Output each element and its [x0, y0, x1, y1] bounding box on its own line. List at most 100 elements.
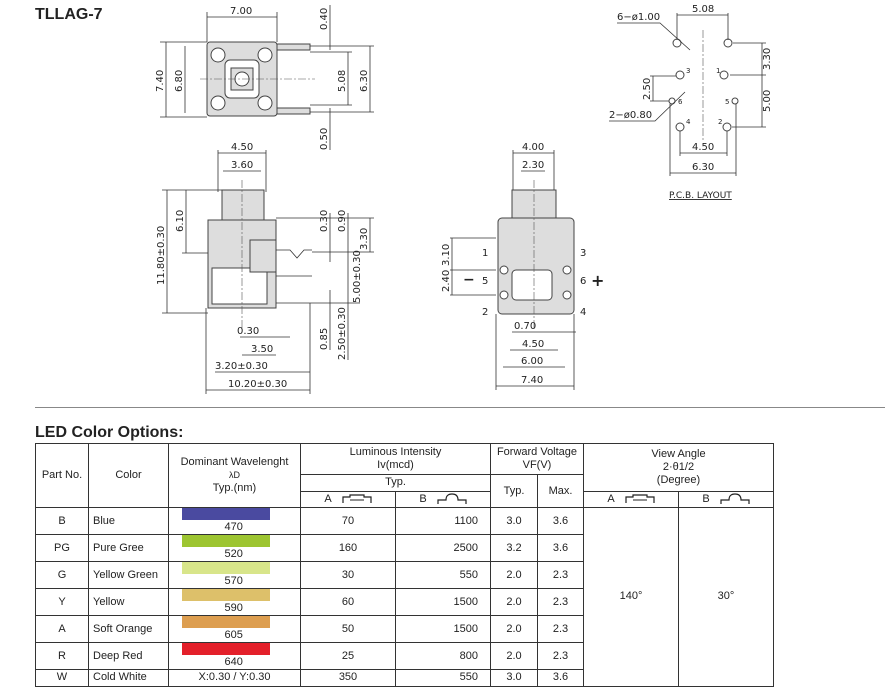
dim-0-70: 0.70 [514, 321, 536, 332]
cell-color: Yellow [88, 588, 169, 617]
pcb-dim-3-30: 3.30 [762, 48, 773, 70]
pin-label-1: 1 [482, 248, 488, 259]
pin-label-4: 4 [580, 307, 586, 318]
color-swatch [181, 508, 270, 521]
wavelength-value: 520 [224, 548, 243, 561]
dim-7-00: 7.00 [230, 6, 252, 17]
cell-vf-max: 2.3 [537, 561, 584, 590]
cell-color: Cold White [88, 669, 169, 687]
dim-5-08: 5.08 [337, 70, 348, 92]
dome-lens-icon [437, 493, 467, 504]
section-divider [35, 407, 885, 408]
cell-vf-max: 2.3 [537, 642, 584, 671]
dim-2-50: 2.50±0.30 [337, 307, 348, 360]
dim-3-20: 3.20±0.30 [215, 361, 268, 372]
cell-iv-b: 550 [395, 561, 491, 590]
dim-3-30-side: 3.30 [359, 228, 370, 250]
cell-iv-a: 160 [300, 534, 396, 563]
table-row: PG Pure Gree 520 160 2500 3.2 3.6 [35, 534, 774, 563]
cell-iv-b: 1500 [395, 588, 491, 617]
front-view-drawing: 4.00 2.30 3.10 2.40 1 3 − 5 6 + 2 4 0.70… [441, 142, 604, 390]
dim-3-60: 3.60 [231, 160, 253, 171]
pin-label-3: 3 [580, 248, 586, 259]
cell-iv-a: 30 [300, 561, 396, 590]
dim-11-80: 11.80±0.30 [156, 226, 167, 285]
dim-10-20: 10.20±0.30 [228, 379, 287, 390]
color-swatch [181, 643, 270, 656]
cell-iv-a: 70 [300, 507, 396, 536]
cell-vf-max: 3.6 [537, 669, 584, 687]
section-title: LED Color Options: [35, 424, 184, 441]
cell-wavelength: 605 [168, 615, 301, 644]
dim-2-30: 2.30 [522, 160, 544, 171]
pcb-dim-4-50: 4.50 [692, 142, 714, 153]
cell-wavelength: X:0.30 / Y:0.30 [168, 669, 301, 687]
wavelength-value: 640 [224, 656, 243, 669]
dim-6-00: 6.00 [521, 356, 543, 367]
plus-sign: + [591, 271, 604, 290]
header-lum-a: A [300, 490, 396, 509]
dim-6-10: 6.10 [175, 210, 186, 232]
header-luminous-typ: Typ. [300, 474, 491, 492]
cell-vf-max: 2.3 [537, 615, 584, 644]
cell-part: A [35, 615, 89, 644]
cell-iv-a: 50 [300, 615, 396, 644]
dim-5-00: 5.00±0.30 [352, 250, 363, 303]
cell-color: Deep Red [88, 642, 169, 671]
dim-4-00: 4.00 [522, 142, 544, 153]
cell-view-a: 140° [583, 507, 679, 687]
pcb-dim-6-30: 6.30 [692, 162, 714, 173]
header-lum-b: B [395, 490, 491, 509]
cell-iv-b: 1100 [395, 507, 491, 536]
flat-lens-icon [342, 494, 372, 503]
header-view-a: A [583, 490, 679, 509]
cell-vf-typ: 2.0 [490, 642, 538, 671]
cell-vf-typ: 3.2 [490, 534, 538, 563]
cell-wavelength: 640 [168, 642, 301, 671]
table-row: G Yellow Green 570 30 550 2.0 2.3 [35, 561, 774, 590]
cell-iv-b: 800 [395, 642, 491, 671]
cell-part: G [35, 561, 89, 590]
wavelength-value: 590 [224, 602, 243, 615]
cell-wavelength: 590 [168, 588, 301, 617]
pcb-dim-2-50: 2.50 [642, 78, 653, 100]
pcb-pin-5: 5 [725, 98, 729, 106]
cell-part: Y [35, 588, 89, 617]
cell-iv-a: 60 [300, 588, 396, 617]
dim-0-40: 0.40 [319, 8, 330, 30]
pcb-layout-caption: P.C.B. LAYOUT [669, 191, 732, 201]
wavelength-value: 570 [224, 575, 243, 588]
cell-iv-a: 350 [300, 669, 396, 687]
header-color: Color [88, 442, 169, 509]
cell-vf-max: 3.6 [537, 507, 584, 536]
color-swatch [181, 562, 270, 575]
cell-color: Pure Gree [88, 534, 169, 563]
pin-label-5: 5 [482, 276, 488, 287]
pcb-pin-2: 2 [718, 118, 722, 126]
header-view-b: B [678, 490, 774, 509]
cell-vf-max: 3.6 [537, 534, 584, 563]
dome-lens-icon [720, 493, 750, 504]
header-part-no: Part No. [35, 442, 89, 509]
cell-part: W [35, 669, 89, 687]
cell-vf-typ: 2.0 [490, 588, 538, 617]
cell-wavelength: 520 [168, 534, 301, 563]
table-row: A Soft Orange 605 50 1500 2.0 2.3 [35, 615, 774, 644]
dim-0-50: 0.50 [319, 128, 330, 150]
wavelength-value: X:0.30 / Y:0.30 [198, 671, 271, 684]
color-swatch [181, 589, 270, 602]
cell-iv-b: 550 [395, 669, 491, 687]
cell-vf-max: 2.3 [537, 588, 584, 617]
dim-3-50: 3.50 [251, 344, 273, 355]
cell-vf-typ: 3.0 [490, 507, 538, 536]
dim-4-50-front: 4.50 [522, 339, 544, 350]
product-title: TLLAG-7 [35, 6, 103, 23]
cell-vf-typ: 2.0 [490, 561, 538, 590]
top-view-drawing: 7.00 7.40 6.80 0.40 5.08 6.30 0.50 [155, 5, 374, 150]
pcb-holes-large: 6−ø1.00 [617, 12, 660, 23]
dim-0-90: 0.90 [337, 210, 348, 232]
